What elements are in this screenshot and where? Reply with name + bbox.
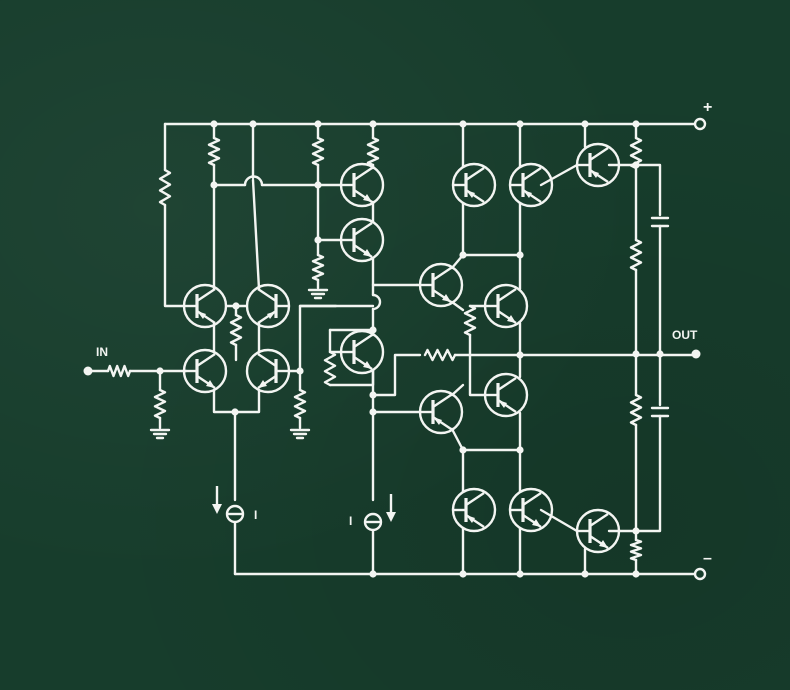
pnp-transistor — [451, 162, 497, 208]
junction-dot — [516, 570, 524, 578]
resistor — [311, 136, 325, 167]
input-terminal — [83, 366, 93, 376]
junction-dot — [516, 446, 524, 454]
junction-dot — [632, 570, 640, 578]
junction-dot — [314, 181, 322, 189]
junction-dot — [516, 120, 524, 128]
pnp-transistor — [508, 162, 554, 208]
wire — [251, 178, 261, 291]
negative-supply-terminal — [693, 567, 707, 581]
junction-dot — [632, 527, 640, 535]
wiring — [90, 122, 697, 576]
resistor — [153, 388, 167, 420]
resistor — [323, 350, 337, 387]
resistor — [106, 364, 132, 378]
wire — [468, 333, 487, 397]
junction-dot — [632, 161, 640, 169]
resistor — [629, 538, 643, 562]
junction-dot — [231, 408, 239, 416]
resistor — [463, 304, 477, 337]
junction-dot — [632, 120, 640, 128]
npn-transistor — [339, 329, 385, 375]
junction-dot — [516, 251, 524, 259]
resistor — [158, 168, 172, 207]
wire — [450, 300, 465, 312]
npn-transistor — [483, 283, 529, 329]
components — [106, 136, 670, 562]
wire — [163, 203, 186, 308]
input-label: IN — [96, 345, 108, 359]
junction-dot — [314, 236, 322, 244]
junction-dot — [581, 570, 589, 578]
npn-transistor — [339, 217, 385, 263]
junction-dots — [156, 120, 664, 578]
current-source — [212, 486, 245, 524]
wire — [212, 388, 261, 414]
resistor — [423, 348, 457, 362]
output-terminal — [691, 349, 701, 359]
npn-transistor — [339, 162, 385, 208]
junction-dot — [581, 120, 589, 128]
resistor — [629, 238, 643, 272]
npn-transistor — [418, 262, 464, 308]
current-source-left-label: I — [254, 508, 257, 522]
wire-crossover — [243, 175, 264, 187]
junction-dot — [369, 326, 377, 334]
junction-dot — [156, 367, 164, 375]
positive-supply-label: + — [703, 99, 712, 116]
resistor — [207, 136, 221, 167]
resistor — [366, 136, 380, 167]
npn-transistor — [182, 348, 228, 394]
ground-symbol — [307, 288, 329, 300]
wire — [212, 163, 247, 187]
capacitor — [650, 216, 670, 228]
current-source-right-label: I — [349, 514, 352, 528]
resistor — [311, 253, 325, 282]
wire — [607, 414, 662, 533]
npn-transistor — [508, 487, 554, 533]
negative-supply-label: – — [703, 550, 712, 567]
junction-dot — [369, 408, 377, 416]
output-label: OUT — [672, 328, 698, 342]
junction-dot — [369, 570, 377, 578]
junction-dot — [296, 367, 304, 375]
junction-dot — [459, 120, 467, 128]
junction-dot — [369, 120, 377, 128]
pnp-transistor — [483, 372, 529, 418]
junction-dot — [459, 251, 467, 259]
wire — [328, 328, 343, 354]
wire — [539, 508, 579, 533]
pnp-transistor — [418, 389, 464, 435]
wire — [607, 163, 662, 217]
pnp-transistor — [182, 283, 228, 329]
wire-crossover — [371, 293, 382, 311]
resistor — [229, 313, 243, 347]
wire — [371, 353, 422, 397]
capacitor — [650, 406, 670, 418]
resistor — [629, 393, 643, 427]
junction-dot — [459, 570, 467, 578]
junction-dot — [210, 120, 218, 128]
junction-dot — [656, 350, 664, 358]
npn-transistor — [245, 348, 291, 394]
pnp-transistor — [245, 283, 291, 329]
wire — [539, 163, 579, 187]
resistor — [293, 388, 307, 420]
junction-dot — [459, 446, 467, 454]
pnp-transistor — [451, 487, 497, 533]
current-source — [363, 494, 396, 532]
ground-symbol — [149, 428, 171, 440]
junction-dot — [232, 302, 240, 310]
junction-dot — [249, 120, 257, 128]
wire — [450, 383, 465, 397]
junction-dot — [516, 351, 524, 359]
positive-supply-terminal — [693, 117, 707, 131]
junction-dot — [314, 120, 322, 128]
junction-dot — [369, 391, 377, 399]
ground-symbol — [289, 428, 311, 440]
junction-dot — [210, 181, 218, 189]
junction-dot — [632, 350, 640, 358]
